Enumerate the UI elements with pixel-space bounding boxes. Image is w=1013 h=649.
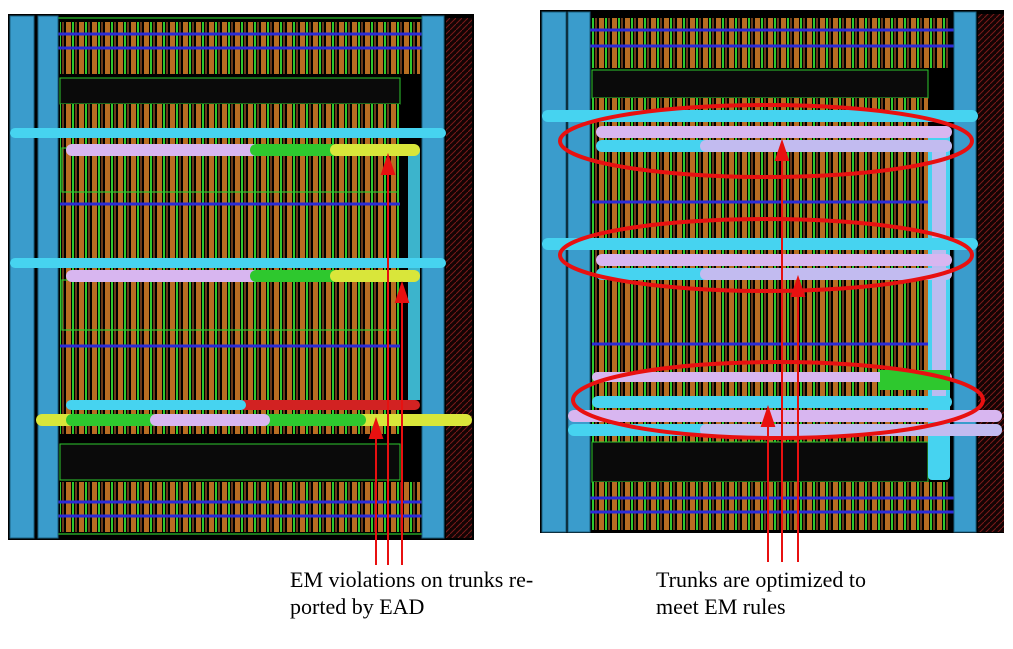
left-violation-arrows <box>368 152 410 565</box>
left-layout-panel <box>8 14 474 565</box>
right-blue-metal-lines <box>570 28 970 514</box>
left-trunk-2 <box>10 258 446 282</box>
left-dark-band-top <box>59 77 401 105</box>
left-caption: EM violations on trunks re- ported by EA… <box>290 567 534 619</box>
left-dark-band-bottom <box>59 443 401 481</box>
right-layout-panel <box>540 10 1004 562</box>
right-dark-band-top <box>591 69 929 99</box>
left-cell-array-main <box>60 104 400 434</box>
left-blue-metal-lines <box>40 32 440 518</box>
right-cell-array-bottom <box>592 482 948 530</box>
right-optimized-ellipses <box>558 103 985 440</box>
right-power-rail-left <box>541 11 567 533</box>
left-trunk-3 <box>36 400 472 426</box>
right-trunk-2 <box>542 238 978 280</box>
left-cell-array-bottom <box>60 482 420 532</box>
left-trunk-1 <box>10 128 446 156</box>
left-power-rail-left <box>9 15 35 539</box>
right-cell-array-top <box>592 18 948 68</box>
right-power-rail-right <box>953 11 977 533</box>
right-right-hatch-region <box>978 14 1004 532</box>
left-right-hatch-region <box>446 18 472 538</box>
right-dark-band-bottom <box>591 441 929 483</box>
right-caption: Trunks are optimized to meet EM rules <box>656 567 866 619</box>
right-annotation-arrows <box>760 138 806 562</box>
left-power-rail-inner <box>37 15 59 539</box>
left-power-rail-right <box>421 15 445 539</box>
